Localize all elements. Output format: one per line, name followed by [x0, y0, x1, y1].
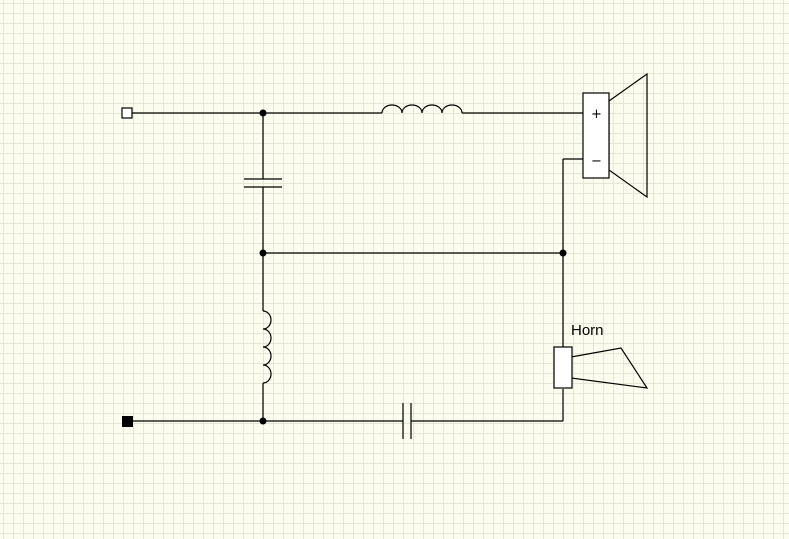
- junction-dot: [259, 249, 267, 257]
- horn-label: Horn: [571, 322, 604, 339]
- woofer-minus-sign: −: [591, 154, 602, 169]
- series-capacitor[interactable]: [402, 403, 412, 439]
- junction-dot: [559, 249, 567, 257]
- woofer-speaker[interactable]: + −: [582, 72, 648, 199]
- junction-dot: [259, 109, 267, 117]
- horn-speaker[interactable]: [553, 346, 649, 389]
- shunt-inductor[interactable]: [262, 310, 272, 384]
- woofer-plus-sign: +: [591, 107, 602, 122]
- input-terminal-negative[interactable]: [122, 416, 133, 427]
- series-inductor[interactable]: [381, 104, 463, 114]
- junction-dot: [259, 417, 267, 425]
- input-terminal-positive[interactable]: [121, 107, 133, 119]
- shunt-capacitor[interactable]: [244, 178, 282, 188]
